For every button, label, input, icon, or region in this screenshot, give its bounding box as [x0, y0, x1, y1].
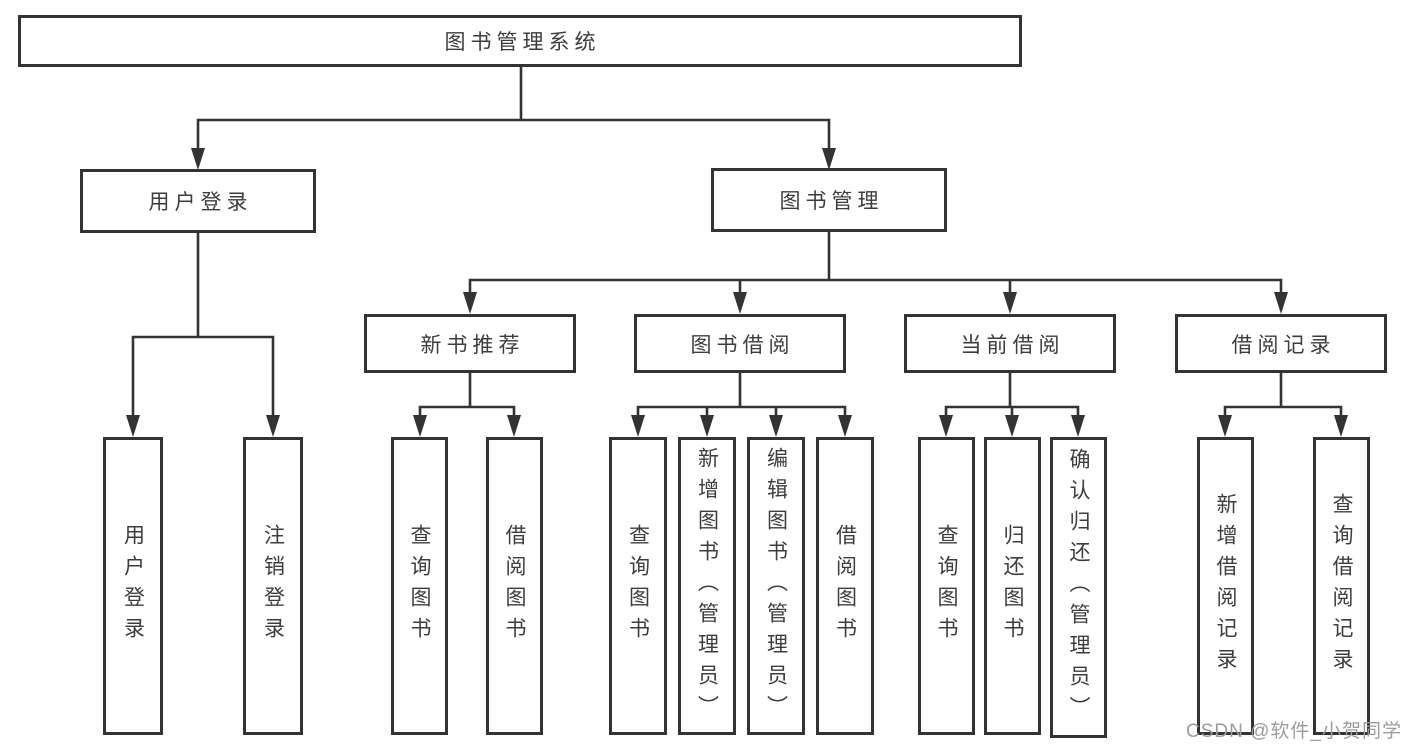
leaf-borrow-add-book-admin: 新增图书（管理员） — [678, 437, 736, 735]
leaf-record-add-record: 新增借阅记录 — [1197, 437, 1254, 735]
node-label: 注销登录 — [261, 524, 285, 648]
node-label: 查询图书 — [935, 524, 958, 648]
node-label: 当前借阅 — [960, 333, 1065, 357]
leaf-borrow-edit-book-admin: 编辑图书（管理员） — [747, 437, 805, 735]
node-book-borrowing: 图书借阅 — [634, 314, 846, 373]
node-borrowing-records: 借阅记录 — [1175, 314, 1387, 373]
node-label: 借阅记录 — [1231, 333, 1336, 357]
node-label: 用户登录 — [148, 191, 253, 214]
node-label: 新增借阅记录 — [1214, 493, 1237, 679]
node-current-borrowing: 当前借阅 — [904, 314, 1116, 373]
arrowhead — [1334, 415, 1348, 437]
node-label: 新书推荐 — [420, 333, 525, 357]
node-label: 借阅图书 — [833, 524, 857, 648]
node-user-login: 用户登录 — [80, 169, 316, 233]
arrowhead — [1005, 415, 1019, 437]
arrowhead — [769, 415, 783, 437]
node-label: 查询图书 — [626, 524, 650, 648]
node-root-system: 图书管理系统 — [18, 15, 1022, 67]
node-label: 编辑图书（管理员） — [764, 446, 788, 726]
arrowhead — [733, 292, 747, 314]
leaf-current-return-books: 归还图书 — [984, 437, 1041, 735]
arrowhead — [939, 415, 953, 437]
node-label: 用户登录 — [121, 524, 145, 648]
node-label: 归还图书 — [1001, 524, 1024, 648]
leaf-user-login: 用户登录 — [103, 437, 163, 735]
node-label: 查询借阅记录 — [1330, 493, 1353, 679]
arrowhead — [1274, 292, 1288, 314]
node-label: 确认归还（管理员） — [1067, 448, 1090, 727]
leaf-logout: 注销登录 — [243, 437, 303, 735]
arrowhead — [822, 148, 836, 170]
leaf-borrow-borrow-books: 借阅图书 — [816, 437, 874, 735]
leaf-borrow-query-books: 查询图书 — [609, 437, 667, 735]
node-label: 图书管理 — [779, 190, 884, 213]
leaf-newbook-query-books: 查询图书 — [391, 437, 448, 735]
arrowhead — [413, 415, 427, 437]
arrowhead — [631, 415, 645, 437]
leaf-newbook-borrow-books: 借阅图书 — [486, 437, 543, 735]
arrowhead — [838, 415, 852, 437]
node-label: 新增图书（管理员） — [695, 446, 719, 726]
node-book-management: 图书管理 — [711, 168, 947, 232]
arrowhead — [507, 415, 521, 437]
arrowhead — [266, 415, 280, 437]
node-new-book-recommend: 新书推荐 — [364, 314, 576, 373]
arrowhead — [1003, 292, 1017, 314]
arrowhead — [1071, 415, 1085, 437]
node-label: 图书管理系统 — [444, 31, 601, 54]
leaf-record-query-record: 查询借阅记录 — [1313, 437, 1370, 735]
arrowhead — [463, 292, 477, 314]
arrowhead — [126, 415, 140, 437]
node-label: 查询图书 — [408, 524, 431, 648]
leaf-current-query-books: 查询图书 — [918, 437, 975, 735]
arrowhead — [1218, 415, 1232, 437]
node-label: 借阅图书 — [503, 524, 526, 648]
csdn-watermark: CSDN @软件_小贺同学 — [1186, 721, 1402, 742]
arrowhead — [191, 148, 205, 170]
leaf-current-confirm-return-admin: 确认归还（管理员） — [1050, 437, 1107, 738]
arrowhead — [700, 415, 714, 437]
node-label: 图书借阅 — [690, 333, 795, 357]
